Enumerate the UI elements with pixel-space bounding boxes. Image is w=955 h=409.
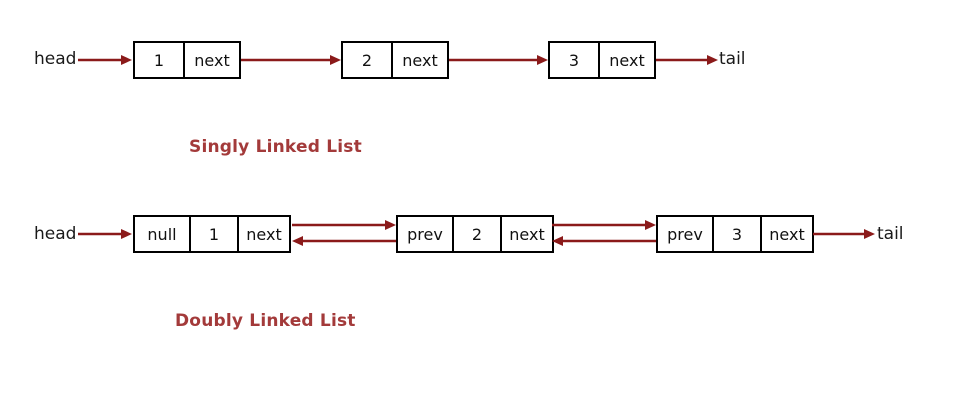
doubly-node-3-next: next (760, 217, 812, 251)
singly-node-2-next: next (391, 43, 447, 77)
doubly-linked-list-title: Doubly Linked List (175, 311, 356, 331)
singly-node-1-value: 1 (135, 43, 183, 77)
doubly-node-3-value: 3 (712, 217, 760, 251)
singly-tail-arrow (656, 54, 718, 66)
singly-node-3-next: next (598, 43, 654, 77)
doubly-node-2-next: next (500, 217, 552, 251)
doubly-head-arrow (78, 228, 132, 240)
doubly-node-2-prev: prev (398, 217, 452, 251)
doubly-node-3: prev 3 next (656, 215, 814, 253)
singly-node-3-value: 3 (550, 43, 598, 77)
doubly-node-3-prev: prev (658, 217, 712, 251)
singly-node-1: 1 next (133, 41, 241, 79)
singly-linked-list-title: Singly Linked List (189, 137, 362, 157)
singly-node-2: 2 next (341, 41, 449, 79)
doubly-node-1-next: next (237, 217, 289, 251)
singly-node-2-value: 2 (343, 43, 391, 77)
doubly-tail-arrow (813, 228, 875, 240)
singly-head-arrow (78, 54, 132, 66)
doubly-head-label: head (34, 224, 77, 244)
doubly-node-2-value: 2 (452, 217, 500, 251)
doubly-node-1-value: 1 (189, 217, 237, 251)
doubly-link-1-to-2 (292, 216, 396, 252)
doubly-node-1: null 1 next (133, 215, 291, 253)
singly-node-3: 3 next (548, 41, 656, 79)
doubly-node-1-prev: null (135, 217, 189, 251)
singly-tail-label: tail (719, 49, 746, 69)
singly-arrow-1-to-2 (241, 54, 341, 66)
singly-arrow-2-to-3 (449, 54, 548, 66)
doubly-tail-label: tail (877, 224, 904, 244)
doubly-node-2: prev 2 next (396, 215, 554, 253)
singly-node-1-next: next (183, 43, 239, 77)
doubly-link-2-to-3 (552, 216, 656, 252)
singly-head-label: head (34, 49, 77, 69)
